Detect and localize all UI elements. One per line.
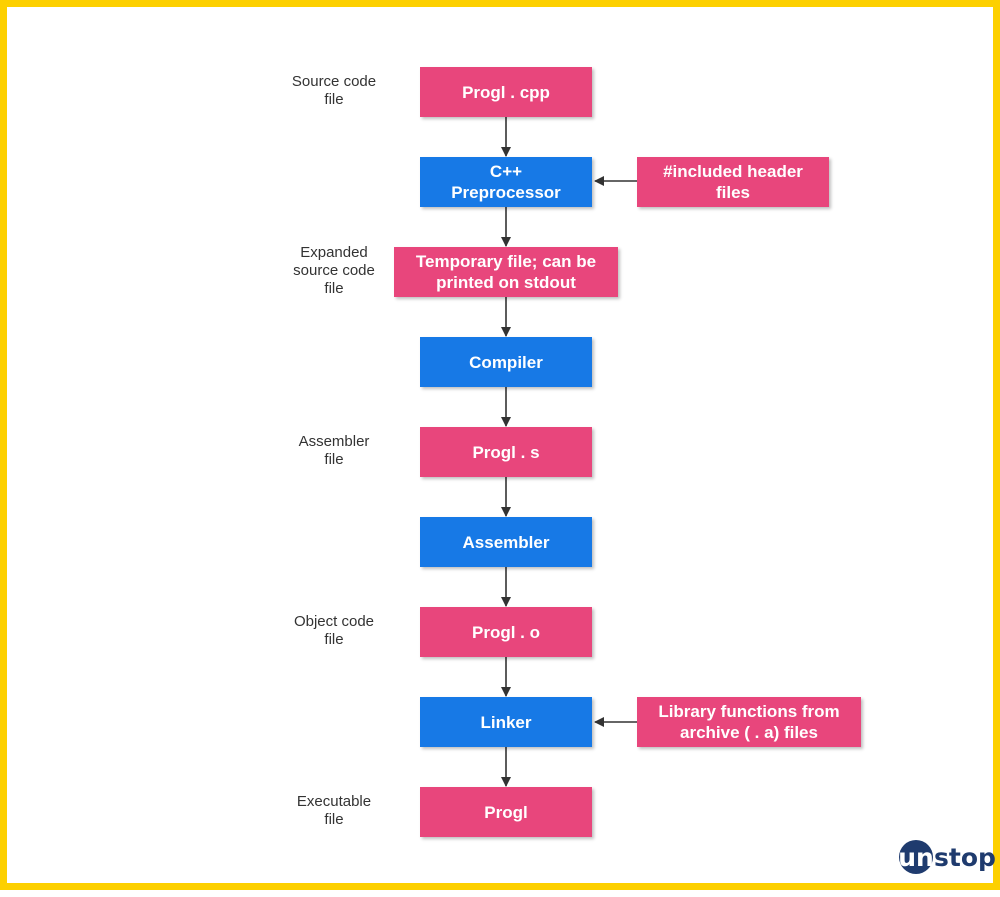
node-preprocessor: C++ Preprocessor	[420, 157, 592, 207]
node-linker: Linker	[420, 697, 592, 747]
node-compiler: Compiler	[420, 337, 592, 387]
label-assembler-file: Assembler file	[298, 433, 370, 468]
node-header-files: #included header files	[637, 157, 829, 207]
label-executable-file: Executable file	[296, 793, 372, 828]
node-object-file: Progl . o	[420, 607, 592, 657]
node-source-file: Progl . cpp	[420, 67, 592, 117]
label-object-code-file: Object code file	[293, 613, 375, 648]
node-temporary-file: Temporary file; can be printed on stdout	[394, 247, 618, 297]
label-expanded-source-file: Expanded source code file	[293, 244, 375, 297]
node-library-files: Library functions from archive ( . a) fi…	[637, 697, 861, 747]
node-assembler-file: Progl . s	[420, 427, 592, 477]
flow-arrows	[501, 117, 637, 787]
label-source-code-file: Source code file	[291, 73, 377, 108]
node-executable: Progl	[420, 787, 592, 837]
node-assembler: Assembler	[420, 517, 592, 567]
logo-text: stop	[934, 842, 996, 872]
logo-circle: un	[898, 840, 934, 874]
